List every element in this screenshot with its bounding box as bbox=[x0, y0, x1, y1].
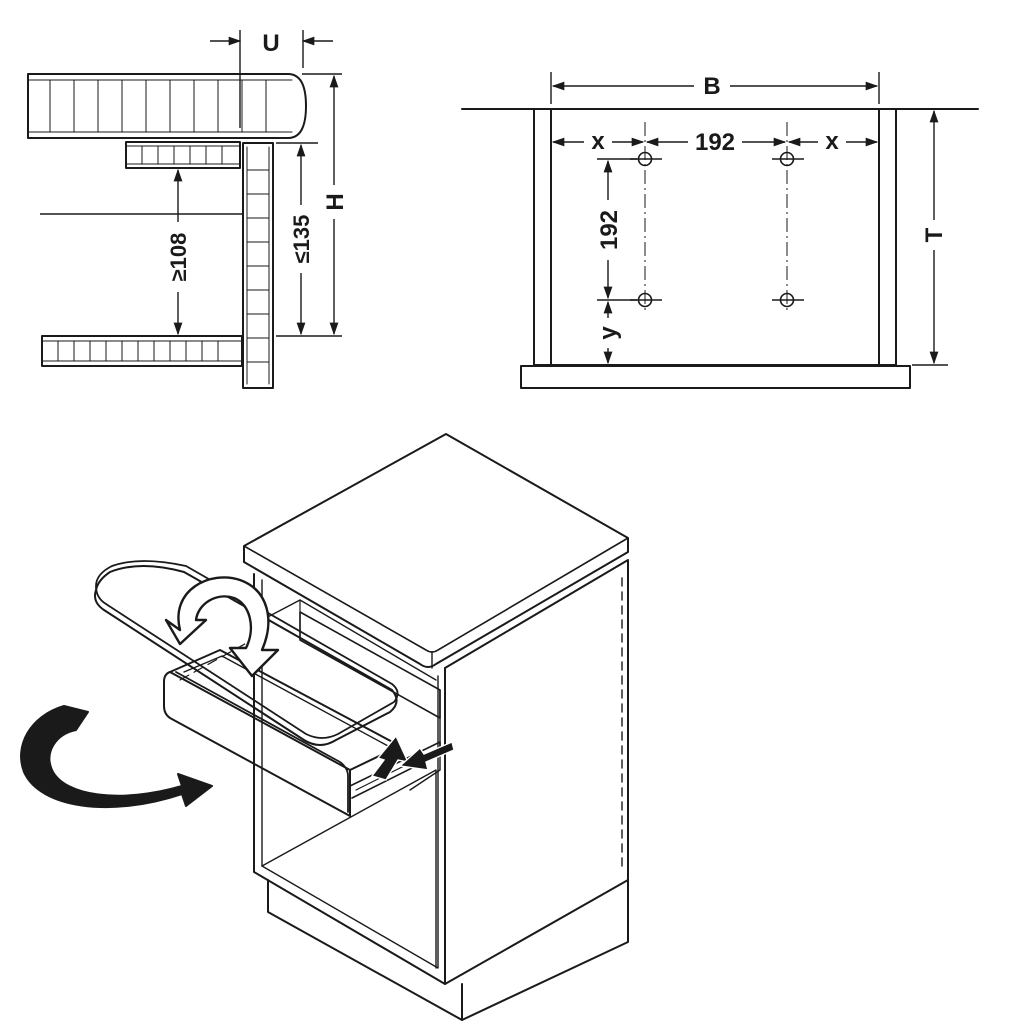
push-arrow-icon bbox=[370, 734, 410, 781]
front-view: B x 192 x 192 y T bbox=[461, 72, 979, 389]
t-label: T bbox=[921, 227, 948, 242]
hole-spacing-horizontal-label: 192 bbox=[695, 129, 735, 156]
curved-fold-arrow-icon bbox=[164, 576, 280, 678]
pull-arrow-icon bbox=[398, 741, 455, 771]
b-label: B bbox=[703, 73, 720, 100]
min-gap-label: ≥108 bbox=[166, 233, 191, 282]
x-left-label: x bbox=[591, 128, 605, 155]
max-opening-label: ≤135 bbox=[289, 215, 314, 264]
h-label: H bbox=[322, 193, 349, 210]
curved-rotate-arrow-icon bbox=[20, 705, 213, 809]
side-section-view: U H ≤135 ≥108 bbox=[27, 30, 349, 389]
ironing-board bbox=[94, 560, 399, 746]
x-right-label: x bbox=[825, 128, 839, 155]
y-label: y bbox=[595, 326, 622, 340]
hole-spacing-vertical-label: 192 bbox=[596, 210, 623, 250]
cabinet-illustration bbox=[20, 433, 629, 1021]
u-label: U bbox=[262, 30, 279, 57]
worktop-hatching bbox=[27, 79, 293, 133]
